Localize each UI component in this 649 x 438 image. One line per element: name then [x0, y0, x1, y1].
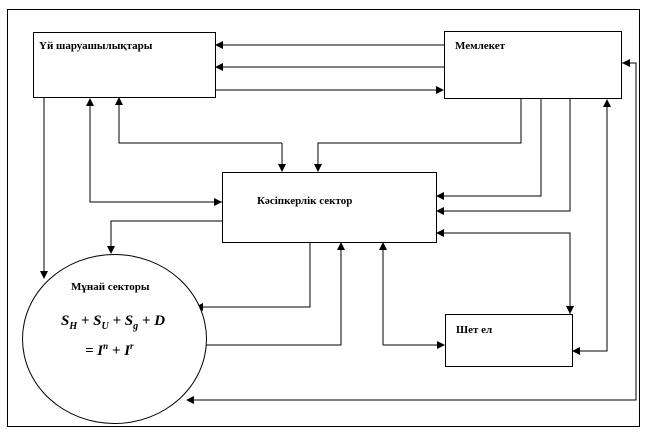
arrow-foreign-to-business — [436, 229, 571, 314]
business-label: Кәсіпкерлік сектор — [257, 195, 353, 207]
foreign-box: Шет ел — [445, 314, 573, 367]
arrow-state-to-business-right-1 — [436, 99, 542, 200]
financial-sector-circle: Мұнай секторы SH + SU + Sg + D = In + Ir — [22, 254, 207, 424]
savings-investment-formula-line1: SH + SU + Sg + D — [61, 313, 166, 332]
foreign-label: Шет ел — [456, 324, 493, 336]
arrow-state-to-foreign — [572, 101, 608, 355]
arrow-business-top-to-financial — [107, 220, 222, 254]
financial-sector-label: Мұнай секторы — [71, 281, 150, 293]
arrow-financial-to-business — [205, 242, 345, 346]
state-box: Мемлекет — [444, 31, 622, 99]
arrow-business-to-households — [86, 98, 222, 203]
savings-investment-formula-line2: = In + Ir — [85, 341, 134, 359]
arrow-state-to-business — [314, 99, 522, 172]
arrow-business-bottom-to-financial — [195, 243, 311, 311]
arrow-state-to-business-right-2 — [436, 99, 571, 215]
arrow-loop-to-households — [115, 97, 282, 144]
households-box: Үй шаруашылықтары — [33, 32, 216, 98]
households-label: Үй шаруашылықтары — [39, 40, 153, 52]
business-box: Кәсіпкерлік сектор — [222, 172, 437, 243]
diagram-frame — [7, 9, 640, 427]
state-label: Мемлекет — [455, 40, 506, 52]
